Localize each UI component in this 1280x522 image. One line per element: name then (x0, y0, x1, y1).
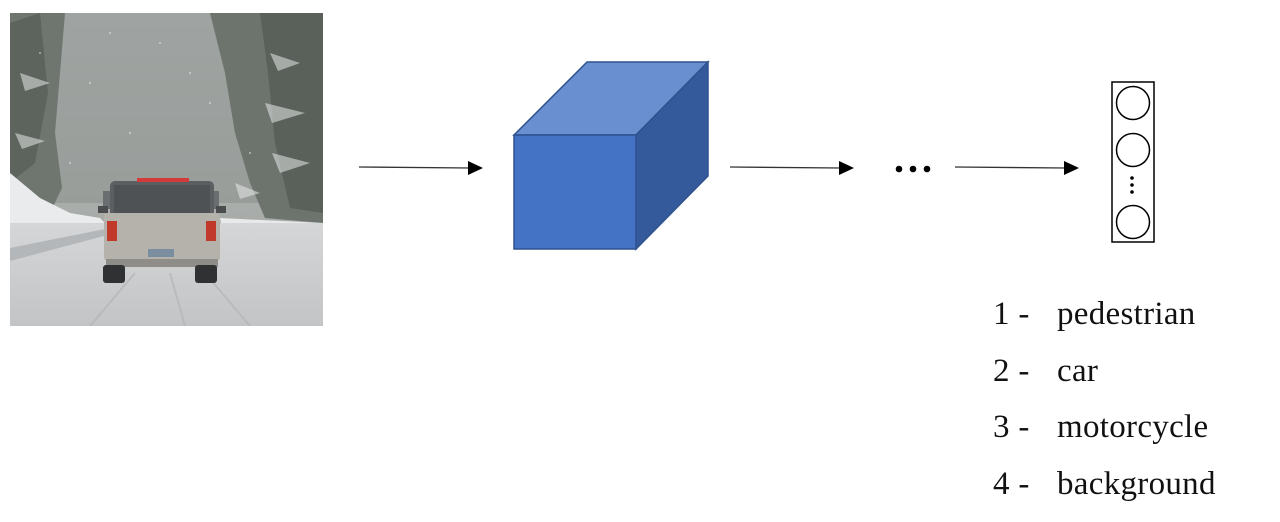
output-unit-2 (1117, 134, 1150, 167)
output-unit-n (1117, 206, 1150, 239)
class-number: 3 - (993, 409, 1057, 446)
class-name: motorcycle (1057, 409, 1208, 445)
class-label-row: 3 -motorcycle (993, 409, 1216, 466)
vertical-ellipsis-icon (1130, 176, 1134, 194)
arrow-to-output-icon (955, 161, 1079, 175)
network-cube-icon (514, 62, 708, 249)
output-unit-1 (1117, 87, 1150, 120)
cube-front-face (514, 135, 636, 249)
class-number: 4 - (993, 466, 1057, 503)
output-vector-icon (1112, 82, 1154, 242)
arrow-network-to-ellipsis-icon (730, 161, 854, 175)
class-label-row: 1 -pedestrian (993, 296, 1216, 353)
arrow-image-to-network-icon (359, 161, 483, 175)
horizontal-ellipsis-icon (896, 166, 931, 173)
class-label-list: 1 -pedestrian 2 -car 3 -motorcycle 4 -ba… (993, 296, 1216, 522)
class-number: 1 - (993, 296, 1057, 333)
class-name: pedestrian (1057, 296, 1196, 332)
class-name: background (1057, 466, 1216, 502)
class-number: 2 - (993, 353, 1057, 390)
class-label-row: 2 -car (993, 353, 1216, 410)
class-label-row: 4 -background (993, 466, 1216, 522)
class-name: car (1057, 353, 1098, 389)
